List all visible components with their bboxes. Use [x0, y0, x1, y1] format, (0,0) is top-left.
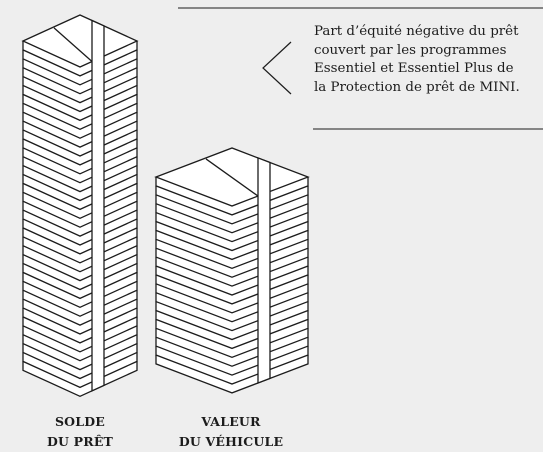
stack-layer — [155, 328, 309, 367]
stack-band — [257, 156, 271, 384]
loan-balance-label-line: DU PRÊT — [46, 434, 114, 449]
stack-layer — [22, 219, 138, 255]
stack-layer — [22, 272, 138, 309]
callout-line: couvert par les programmes — [314, 42, 507, 58]
stack-top-strip — [205, 158, 259, 197]
stack-layer — [22, 85, 138, 122]
stack-layer — [155, 177, 309, 216]
stack-layer — [155, 221, 309, 261]
vehicle-value-label-line: DU VÉHICULE — [178, 434, 284, 449]
stack-layer — [155, 203, 309, 243]
stack-layer — [155, 319, 309, 358]
stack-layer — [22, 308, 138, 344]
stack-layer — [22, 94, 138, 131]
stack-layer — [22, 41, 138, 77]
stack-band — [91, 19, 105, 392]
stack-layer — [22, 121, 138, 157]
stack-layer — [22, 165, 138, 202]
stack-layer — [22, 112, 138, 148]
stack-layer — [155, 274, 309, 314]
stack-layer — [22, 58, 138, 95]
negative-equity-callout: Part d’équité négative du prêt couvert p… — [314, 23, 543, 98]
stack-layer — [22, 138, 138, 175]
stack-top — [21, 14, 139, 68]
stack-layer — [155, 194, 309, 234]
stack-layer — [155, 355, 309, 394]
stack-layer — [22, 210, 138, 246]
stack-layer — [22, 299, 138, 335]
stack-layer — [22, 147, 138, 184]
stack-layer — [22, 192, 138, 228]
stack-layer — [155, 310, 309, 350]
stack-layer — [155, 239, 309, 278]
callout-line: la Protection de prêt de MINI. — [314, 80, 520, 96]
vehicle-value-label: VALEUR DU VÉHICULE — [166, 412, 296, 452]
stack-layer — [22, 361, 138, 398]
callout-pointer-icon — [262, 41, 292, 95]
stack-layer — [22, 130, 138, 166]
stack-layer — [22, 201, 138, 237]
stack-layer — [155, 337, 309, 376]
stack-body — [23, 15, 137, 397]
stack-layer — [22, 290, 138, 326]
loan-balance-label: SOLDE DU PRÊT — [25, 412, 135, 452]
stack-layer — [22, 67, 138, 104]
stack-layer — [155, 230, 309, 269]
stack-layer — [22, 103, 138, 139]
stack-layer — [22, 281, 138, 317]
stack-layer — [155, 257, 309, 296]
stack-layer — [22, 343, 138, 380]
stack-layer — [22, 49, 138, 86]
callout-line: Part d’équité négative du prêt — [314, 24, 519, 39]
stack-layer — [22, 254, 138, 291]
stack-layer — [22, 352, 138, 389]
stack-layer — [155, 212, 309, 252]
stack-layer — [155, 248, 309, 287]
callout-line: Essentiel et Essentiel Plus de — [314, 61, 514, 77]
stack-layer — [22, 76, 138, 113]
stack-layer — [22, 236, 138, 273]
vehicle-value-stack — [154, 147, 310, 394]
stack-layer — [22, 156, 138, 193]
loan-balance-label-line: SOLDE — [54, 414, 106, 429]
stack-layer — [22, 174, 138, 211]
stack-layer — [155, 346, 309, 385]
vehicle-value-label-line: VALEUR — [201, 414, 261, 429]
stack-layer — [155, 266, 309, 305]
stack-layer — [155, 283, 309, 323]
stack-layer — [155, 292, 309, 332]
stack-layer — [22, 245, 138, 282]
stack-layer — [22, 183, 138, 220]
stack-layer — [22, 263, 138, 300]
stack-top-strip — [53, 27, 93, 63]
stack-layer — [155, 185, 309, 225]
loan-balance-stack — [21, 14, 139, 398]
stack-layer — [155, 301, 309, 341]
stack-layer — [22, 334, 138, 371]
stack-layer — [22, 316, 138, 353]
stack-layer — [22, 325, 138, 362]
stack-layer — [22, 227, 138, 264]
